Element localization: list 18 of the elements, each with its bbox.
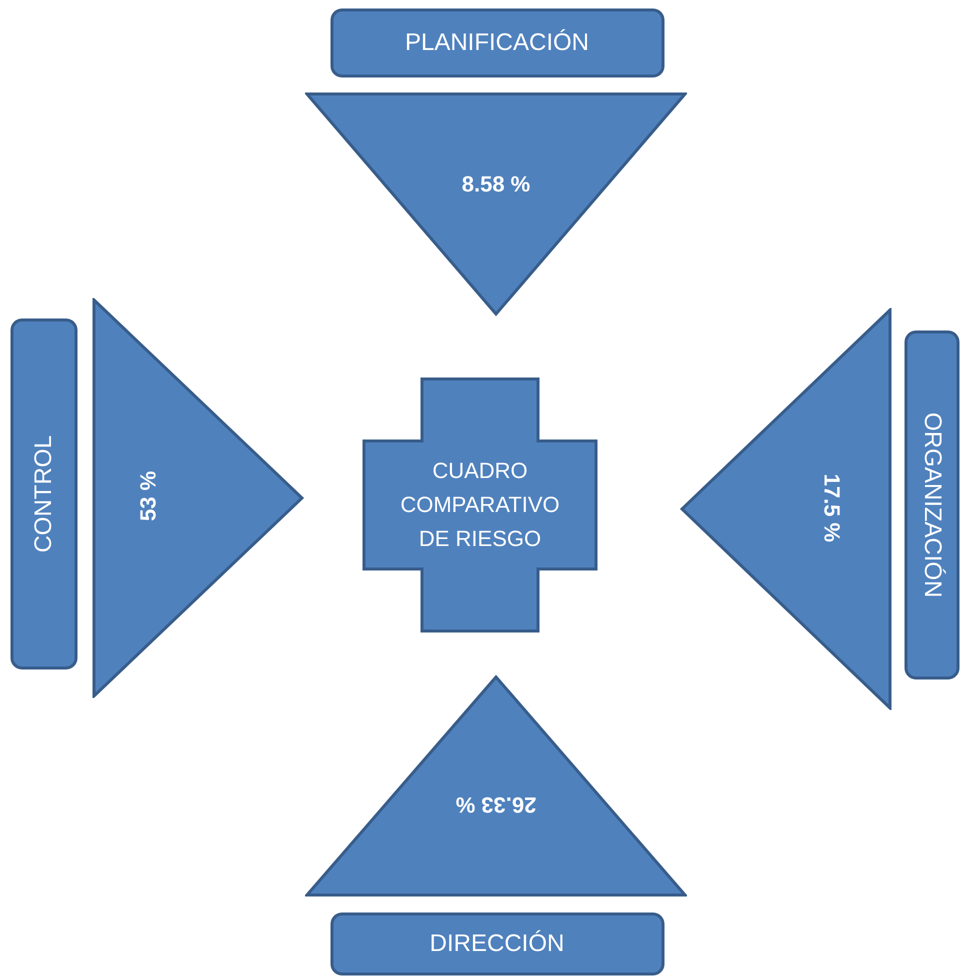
value-triangle — [92, 298, 304, 698]
percentage-value: 8.58 % — [462, 170, 530, 198]
value-triangle — [305, 92, 687, 316]
percentage-value: 26.33 % — [456, 792, 536, 820]
category-label: CONTROL — [29, 435, 58, 553]
category-box — [330, 8, 665, 78]
percentage-value: 53 % — [134, 470, 162, 522]
category-label: DIRECCIÓN — [430, 929, 564, 959]
center-title: CUADRO COMPARATIVO DE RIESGO — [399, 457, 561, 553]
percentage-value: 17.5 % — [818, 474, 846, 542]
category-box — [330, 912, 665, 976]
value-triangle — [305, 675, 687, 897]
category-label: PLANIFICACIÓN — [404, 28, 590, 58]
category-box — [10, 318, 78, 670]
center-cross — [362, 377, 598, 633]
category-label: ORGANIZACIÓN — [918, 412, 947, 598]
category-box — [904, 330, 960, 680]
value-triangle — [680, 308, 892, 710]
